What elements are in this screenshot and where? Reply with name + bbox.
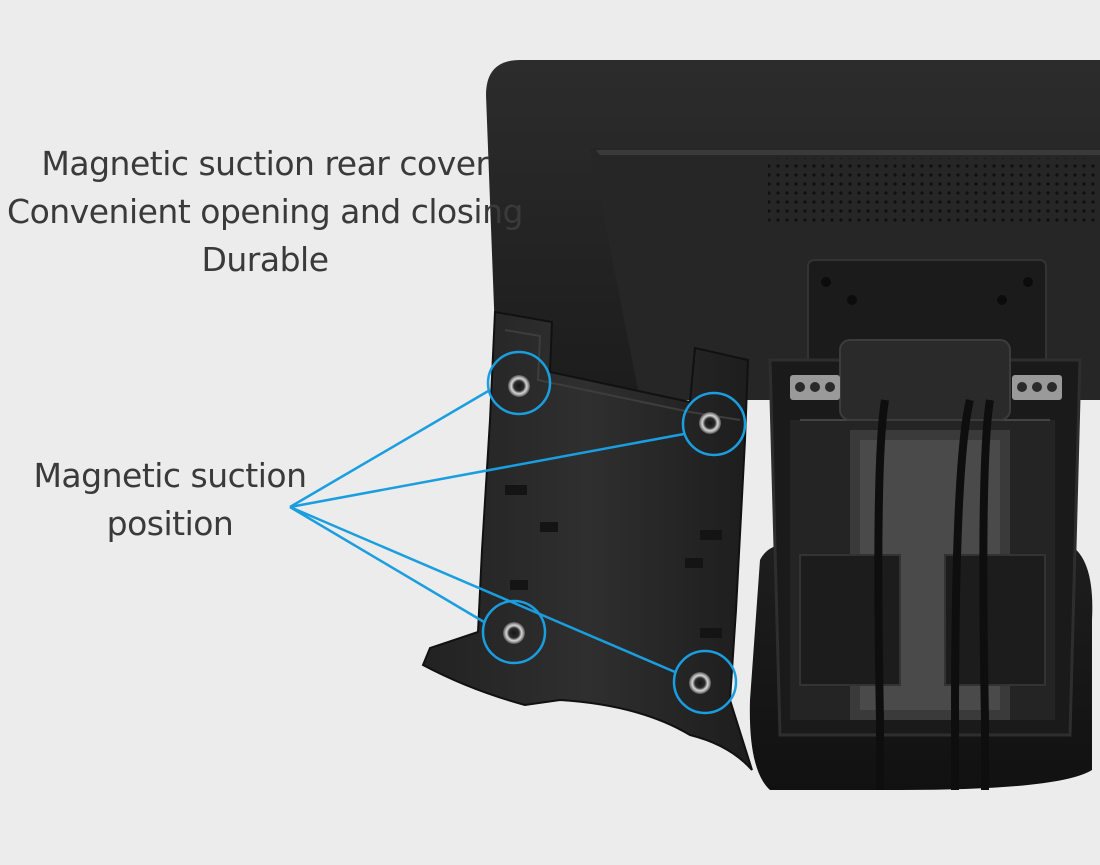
callout-line: [289, 505, 676, 674]
magnet-point-icon: [689, 672, 711, 694]
callout-line: [289, 505, 485, 624]
speaker-vent: [768, 158, 1098, 226]
hinge: [839, 339, 1011, 421]
magnet-points: [503, 375, 721, 694]
callout-label-line: position: [106, 504, 234, 543]
magnet-point-icon: [699, 412, 721, 434]
caption-line: Magnetic suction rear cover: [41, 144, 489, 183]
callout-line: [289, 388, 491, 509]
magnet-point-icon: [508, 375, 530, 397]
rear-cover: [421, 310, 753, 771]
magnet-point-icon: [503, 622, 525, 644]
caption-line: Durable: [201, 240, 329, 279]
callout-label: Magnetic suction position: [30, 452, 310, 548]
feature-caption: Magnetic suction rear cover Convenient o…: [0, 140, 530, 284]
callout-label-line: Magnetic suction: [33, 456, 307, 495]
caption-line: Convenient opening and closing: [7, 192, 523, 231]
callout-circle: [672, 649, 738, 715]
monitor: [486, 60, 1100, 400]
callout-circle: [481, 599, 547, 665]
callout-circle: [681, 391, 747, 457]
stand: [749, 339, 1093, 790]
callout-line: [289, 432, 685, 509]
callouts: [289, 350, 747, 715]
callout-circle: [486, 350, 552, 416]
